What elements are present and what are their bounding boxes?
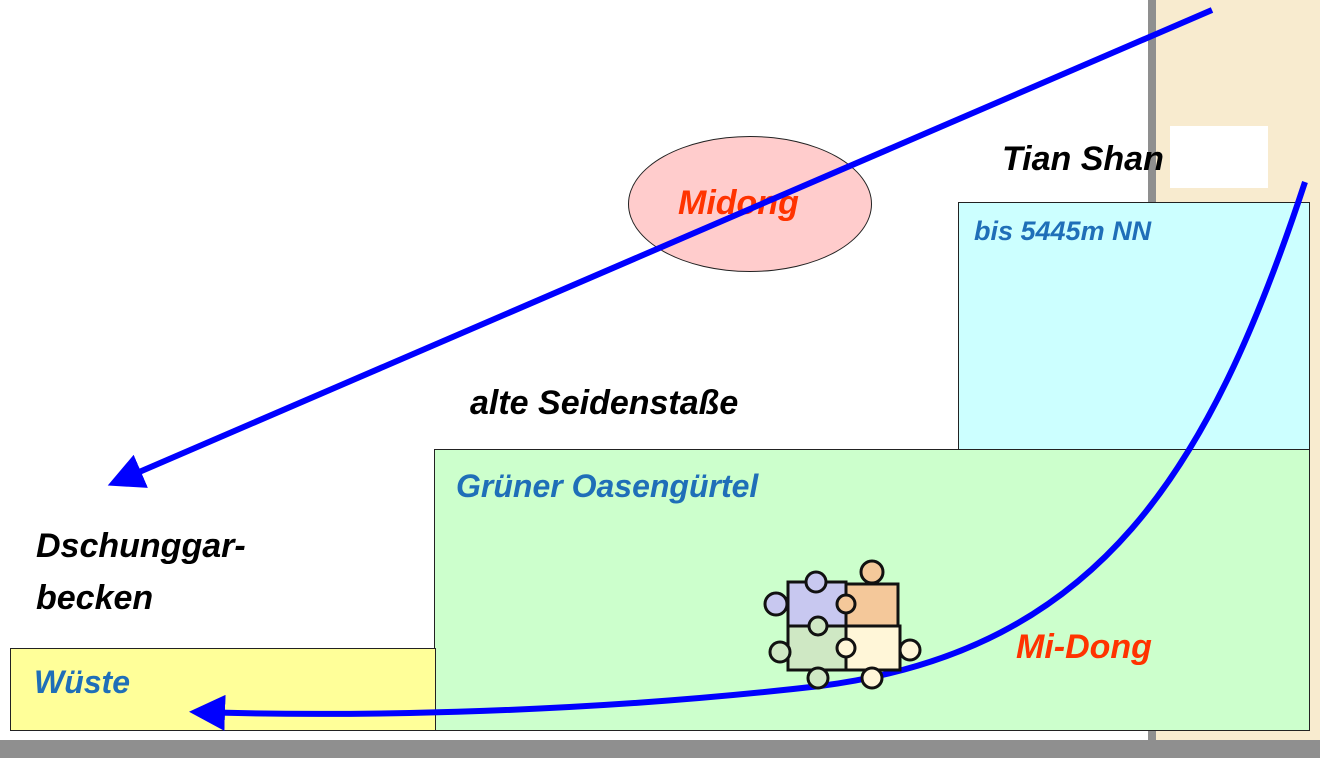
tian-shan-label: Tian Shan: [1002, 140, 1164, 178]
puzzle-pieces-icon: [763, 559, 922, 690]
silk-road-label: alte Seidenstaße: [470, 384, 739, 422]
mountain-height-label: bis 5445m NN: [974, 216, 1152, 246]
midong-box-label: Mi-Dong: [1016, 628, 1152, 666]
desert-label: Wüste: [34, 664, 130, 700]
bottom-bar: [0, 740, 1320, 758]
midong-ellipse: [628, 136, 872, 272]
curved-arrow: [189, 181, 1308, 731]
basin-label: Dschunggar- becken: [36, 527, 246, 617]
oasis-belt-label: Grüner Oasengürtel: [456, 468, 759, 504]
tian-shan-label-background: [1170, 126, 1268, 188]
straight-arrow: [107, 7, 1214, 488]
